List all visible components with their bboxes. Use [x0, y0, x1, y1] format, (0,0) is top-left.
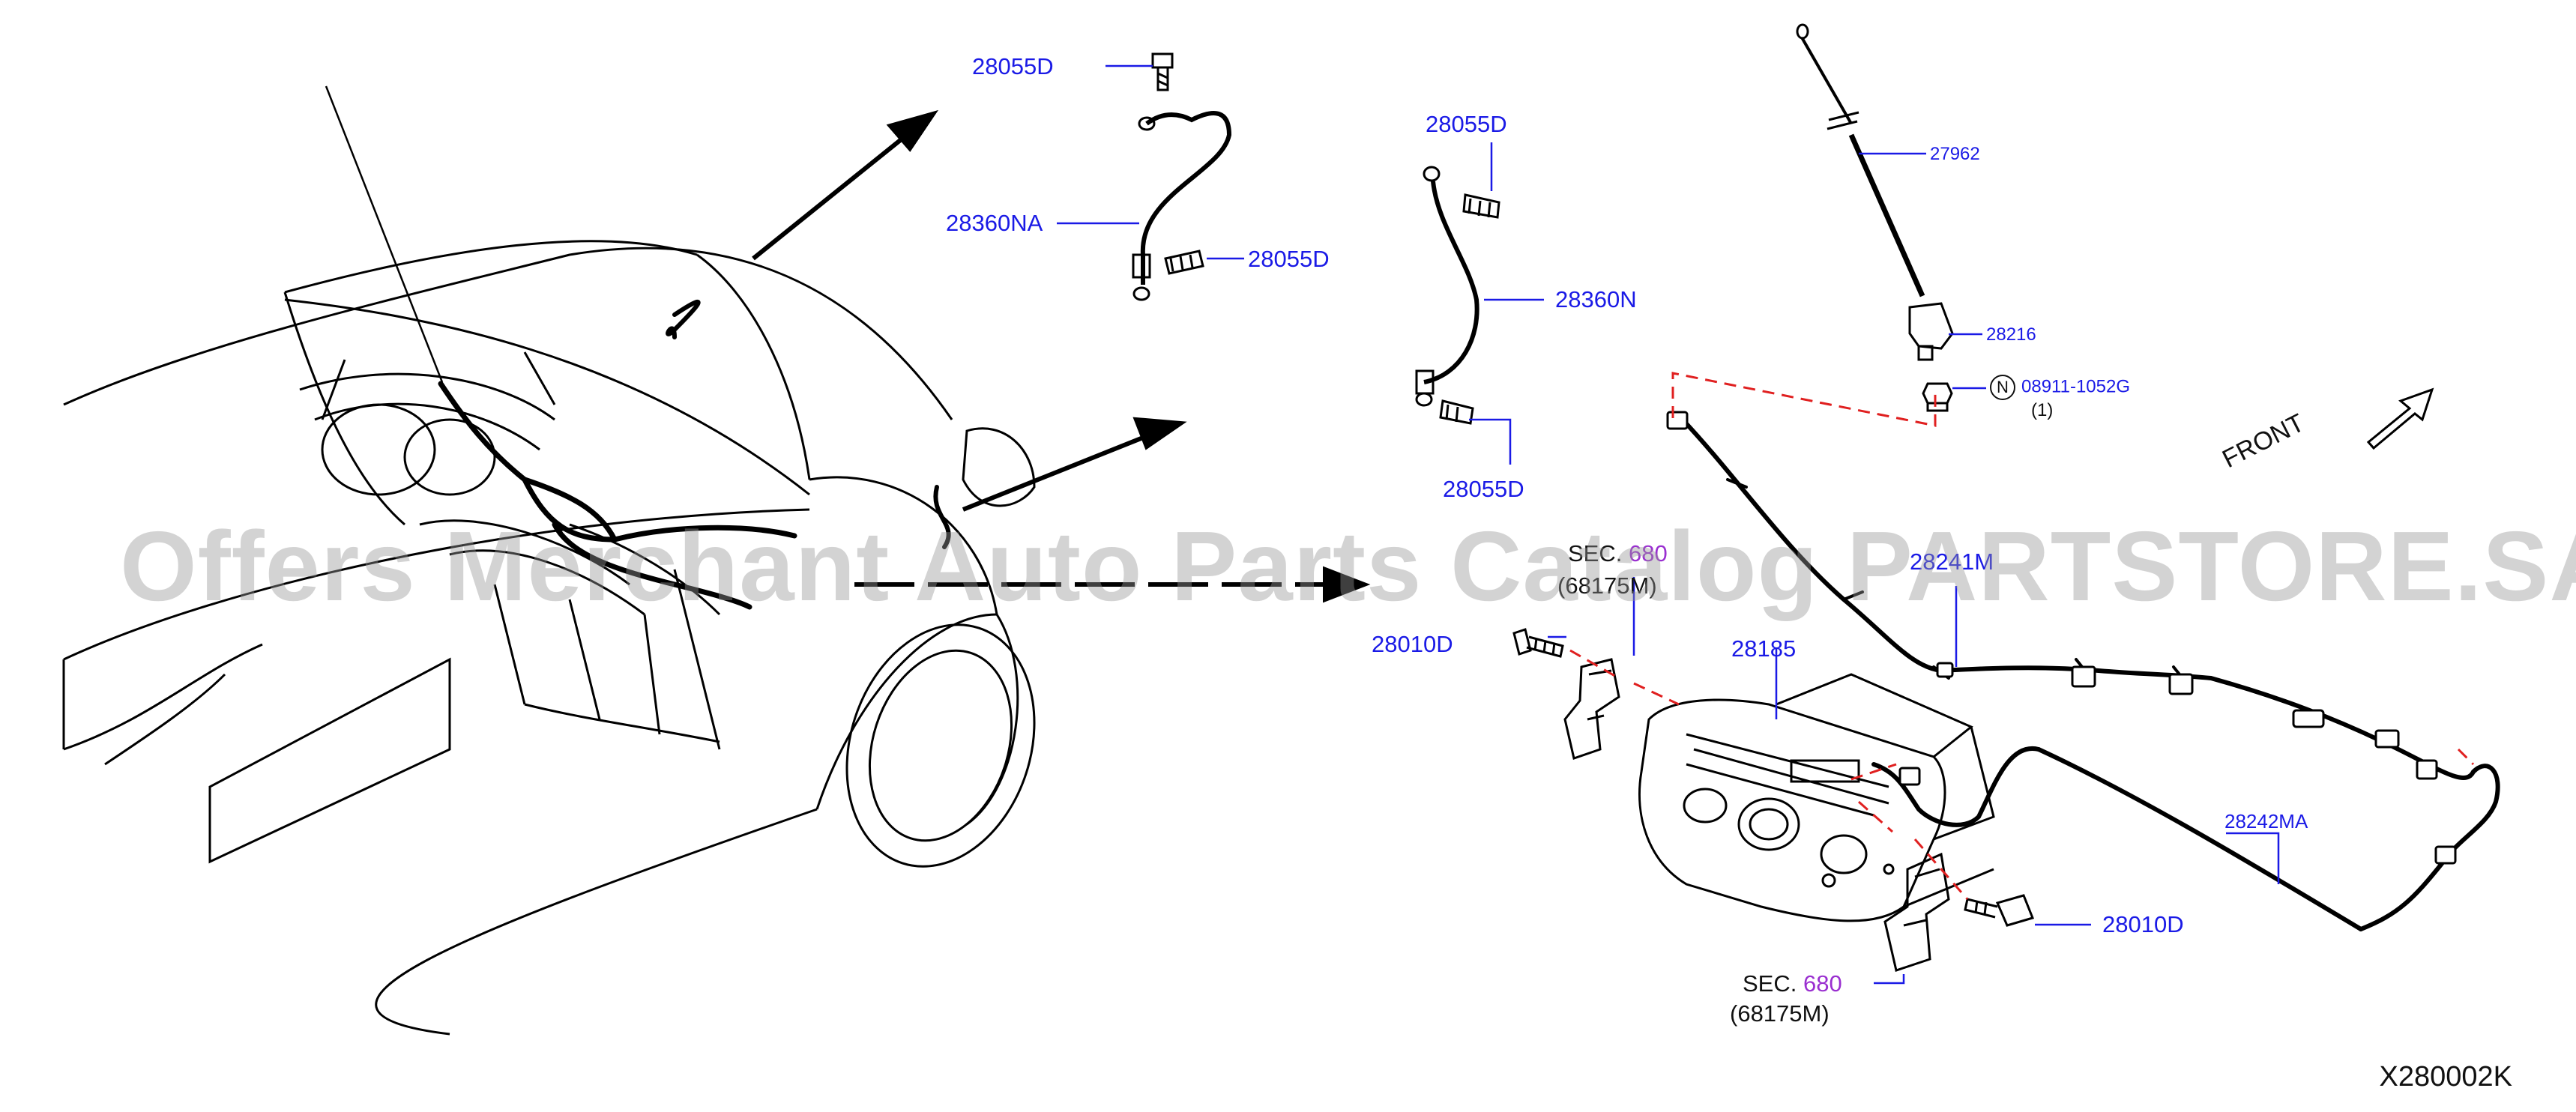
antenna-assembly — [1796, 23, 1954, 412]
part-label-08911-1052G[interactable]: 08911-1052G — [2021, 376, 2131, 397]
part-label-28055D-n-top[interactable]: 28055D — [1426, 111, 1507, 137]
part-label-28360NA[interactable]: 28360NA — [946, 210, 1043, 236]
part-label-27962[interactable]: 27962 — [1930, 144, 1980, 164]
part-label-28055D-top[interactable]: 28055D — [972, 53, 1054, 79]
vehicle-illustration — [62, 85, 1036, 1036]
section-ref-upper-code: (68175M) — [1557, 572, 1657, 599]
part-label-28010D-left[interactable]: 28010D — [1372, 631, 1453, 657]
part-label-28055D-n-lower[interactable]: 28055D — [1443, 476, 1524, 502]
nut-label: N 08911-1052G — [1990, 375, 2130, 400]
diagram-code: X280002K — [2379, 1061, 2513, 1093]
nut-code-badge: N — [1990, 375, 2015, 400]
section-number[interactable]: 680 — [1628, 540, 1668, 566]
part-label-28241M[interactable]: 28241M — [1910, 549, 1994, 575]
part-label-28185[interactable]: 28185 — [1731, 635, 1797, 662]
vehicle-harness — [438, 299, 951, 610]
feeder-clips — [1666, 411, 2457, 865]
section-ref-lower[interactable]: SEC. 680 — [1743, 972, 1842, 995]
section-word: SEC. — [1743, 970, 1797, 997]
front-arrow-icon — [2366, 387, 2434, 450]
section-ref-lower-code: (68175M) — [1730, 1000, 1830, 1027]
section-word: SEC. — [1568, 540, 1623, 566]
part-label-28360N[interactable]: 28360N — [1555, 286, 1637, 312]
bolts-28010D — [1512, 628, 2035, 927]
leader-lines — [1057, 64, 2280, 985]
part-label-28055D-na-lower[interactable]: 28055D — [1248, 246, 1330, 272]
assembly-guides — [1569, 372, 2475, 900]
part-label-28242MA[interactable]: 28242MA — [2224, 810, 2308, 833]
section-ref-upper[interactable]: SEC. 680 — [1568, 542, 1668, 565]
ground-cable-28360NA — [1132, 52, 1232, 301]
ground-cable-28360N — [1415, 166, 1500, 425]
part-label-28010D-right[interactable]: 28010D — [2102, 911, 2184, 937]
nut-quantity: (1) — [2031, 400, 2054, 420]
part-label-28216[interactable]: 28216 — [1986, 324, 2036, 345]
section-number[interactable]: 680 — [1803, 970, 1842, 997]
callout-arrows — [752, 109, 1371, 603]
audio-unit-28185 — [1563, 658, 1995, 972]
